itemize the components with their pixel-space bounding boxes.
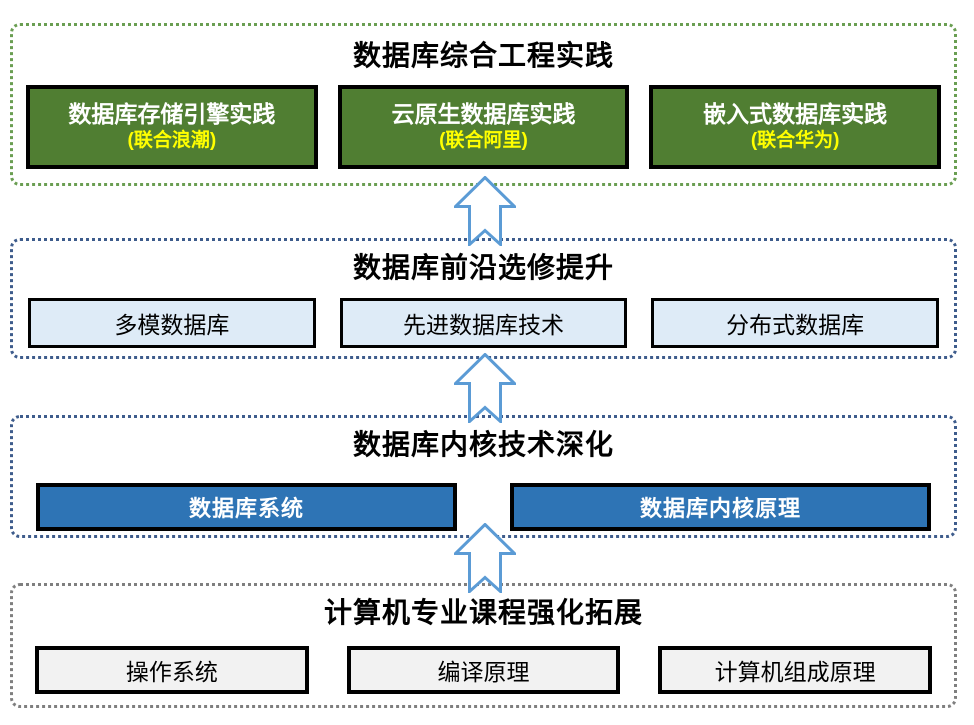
up-arrow-icon (454, 176, 516, 246)
course-name: 数据库存储引擎实践 (68, 101, 276, 128)
course-name: 数据库系统 (188, 495, 304, 521)
up-arrow-icon (454, 353, 516, 423)
course-box-embedded-practice: 嵌入式数据库实践 (联合华为) (649, 84, 942, 169)
course-name: 分布式数据库 (726, 311, 865, 338)
tier-cs-foundation: 计算机专业课程强化拓展 操作系统 编译原理 计算机组成原理 (10, 583, 957, 708)
course-box-compiler-principles: 编译原理 (346, 645, 621, 694)
tier-title: 计算机专业课程强化拓展 (323, 597, 643, 628)
tier-title: 数据库内核技术深化 (352, 429, 614, 460)
tier-title: 数据库综合工程实践 (352, 40, 614, 71)
course-box-multimodel-db: 多模数据库 (28, 297, 316, 348)
course-name: 编译原理 (437, 658, 530, 685)
course-name: 数据库内核原理 (639, 495, 801, 521)
course-box-distributed-db: 分布式数据库 (651, 297, 940, 348)
course-box-computer-organization: 计算机组成原理 (658, 645, 933, 694)
course-partner: (联合华为) (750, 130, 840, 152)
course-name: 操作系统 (125, 658, 218, 685)
course-name: 云原生数据库实践 (391, 101, 576, 128)
course-partner: (联合浪潮) (127, 130, 217, 152)
course-box-storage-engine-practice: 数据库存储引擎实践 (联合浪潮) (26, 84, 318, 169)
course-partner: (联合阿里) (439, 130, 528, 152)
course-box-operating-systems: 操作系统 (35, 645, 309, 694)
course-box-advanced-db-tech: 先进数据库技术 (339, 297, 628, 348)
course-box-db-kernel-principles: 数据库内核原理 (510, 482, 931, 531)
course-name: 先进数据库技术 (403, 311, 564, 338)
tier-frontier-electives: 数据库前沿选修提升 多模数据库 先进数据库技术 分布式数据库 (10, 238, 957, 359)
tier-kernel-deepening: 数据库内核技术深化 数据库系统 数据库内核原理 (10, 415, 957, 538)
tier-course-row: 操作系统 编译原理 计算机组成原理 (13, 645, 954, 694)
course-box-cloud-native-practice: 云原生数据库实践 (联合阿里) (337, 84, 630, 169)
tier-course-row: 多模数据库 先进数据库技术 分布式数据库 (13, 297, 954, 348)
tier-title: 数据库前沿选修提升 (352, 252, 614, 283)
course-box-database-systems: 数据库系统 (36, 482, 457, 531)
course-name: 嵌入式数据库实践 (703, 101, 888, 128)
tier-course-row: 数据库系统 数据库内核原理 (13, 482, 954, 531)
tier-course-row: 数据库存储引擎实践 (联合浪潮) 云原生数据库实践 (联合阿里) 嵌入式数据库实… (13, 84, 954, 169)
course-name: 计算机组成原理 (714, 658, 876, 685)
up-arrow-icon (454, 523, 516, 593)
course-name: 多模数据库 (114, 311, 230, 338)
tier-engineering-practice: 数据库综合工程实践 数据库存储引擎实践 (联合浪潮) 云原生数据库实践 (联合阿… (10, 23, 957, 186)
